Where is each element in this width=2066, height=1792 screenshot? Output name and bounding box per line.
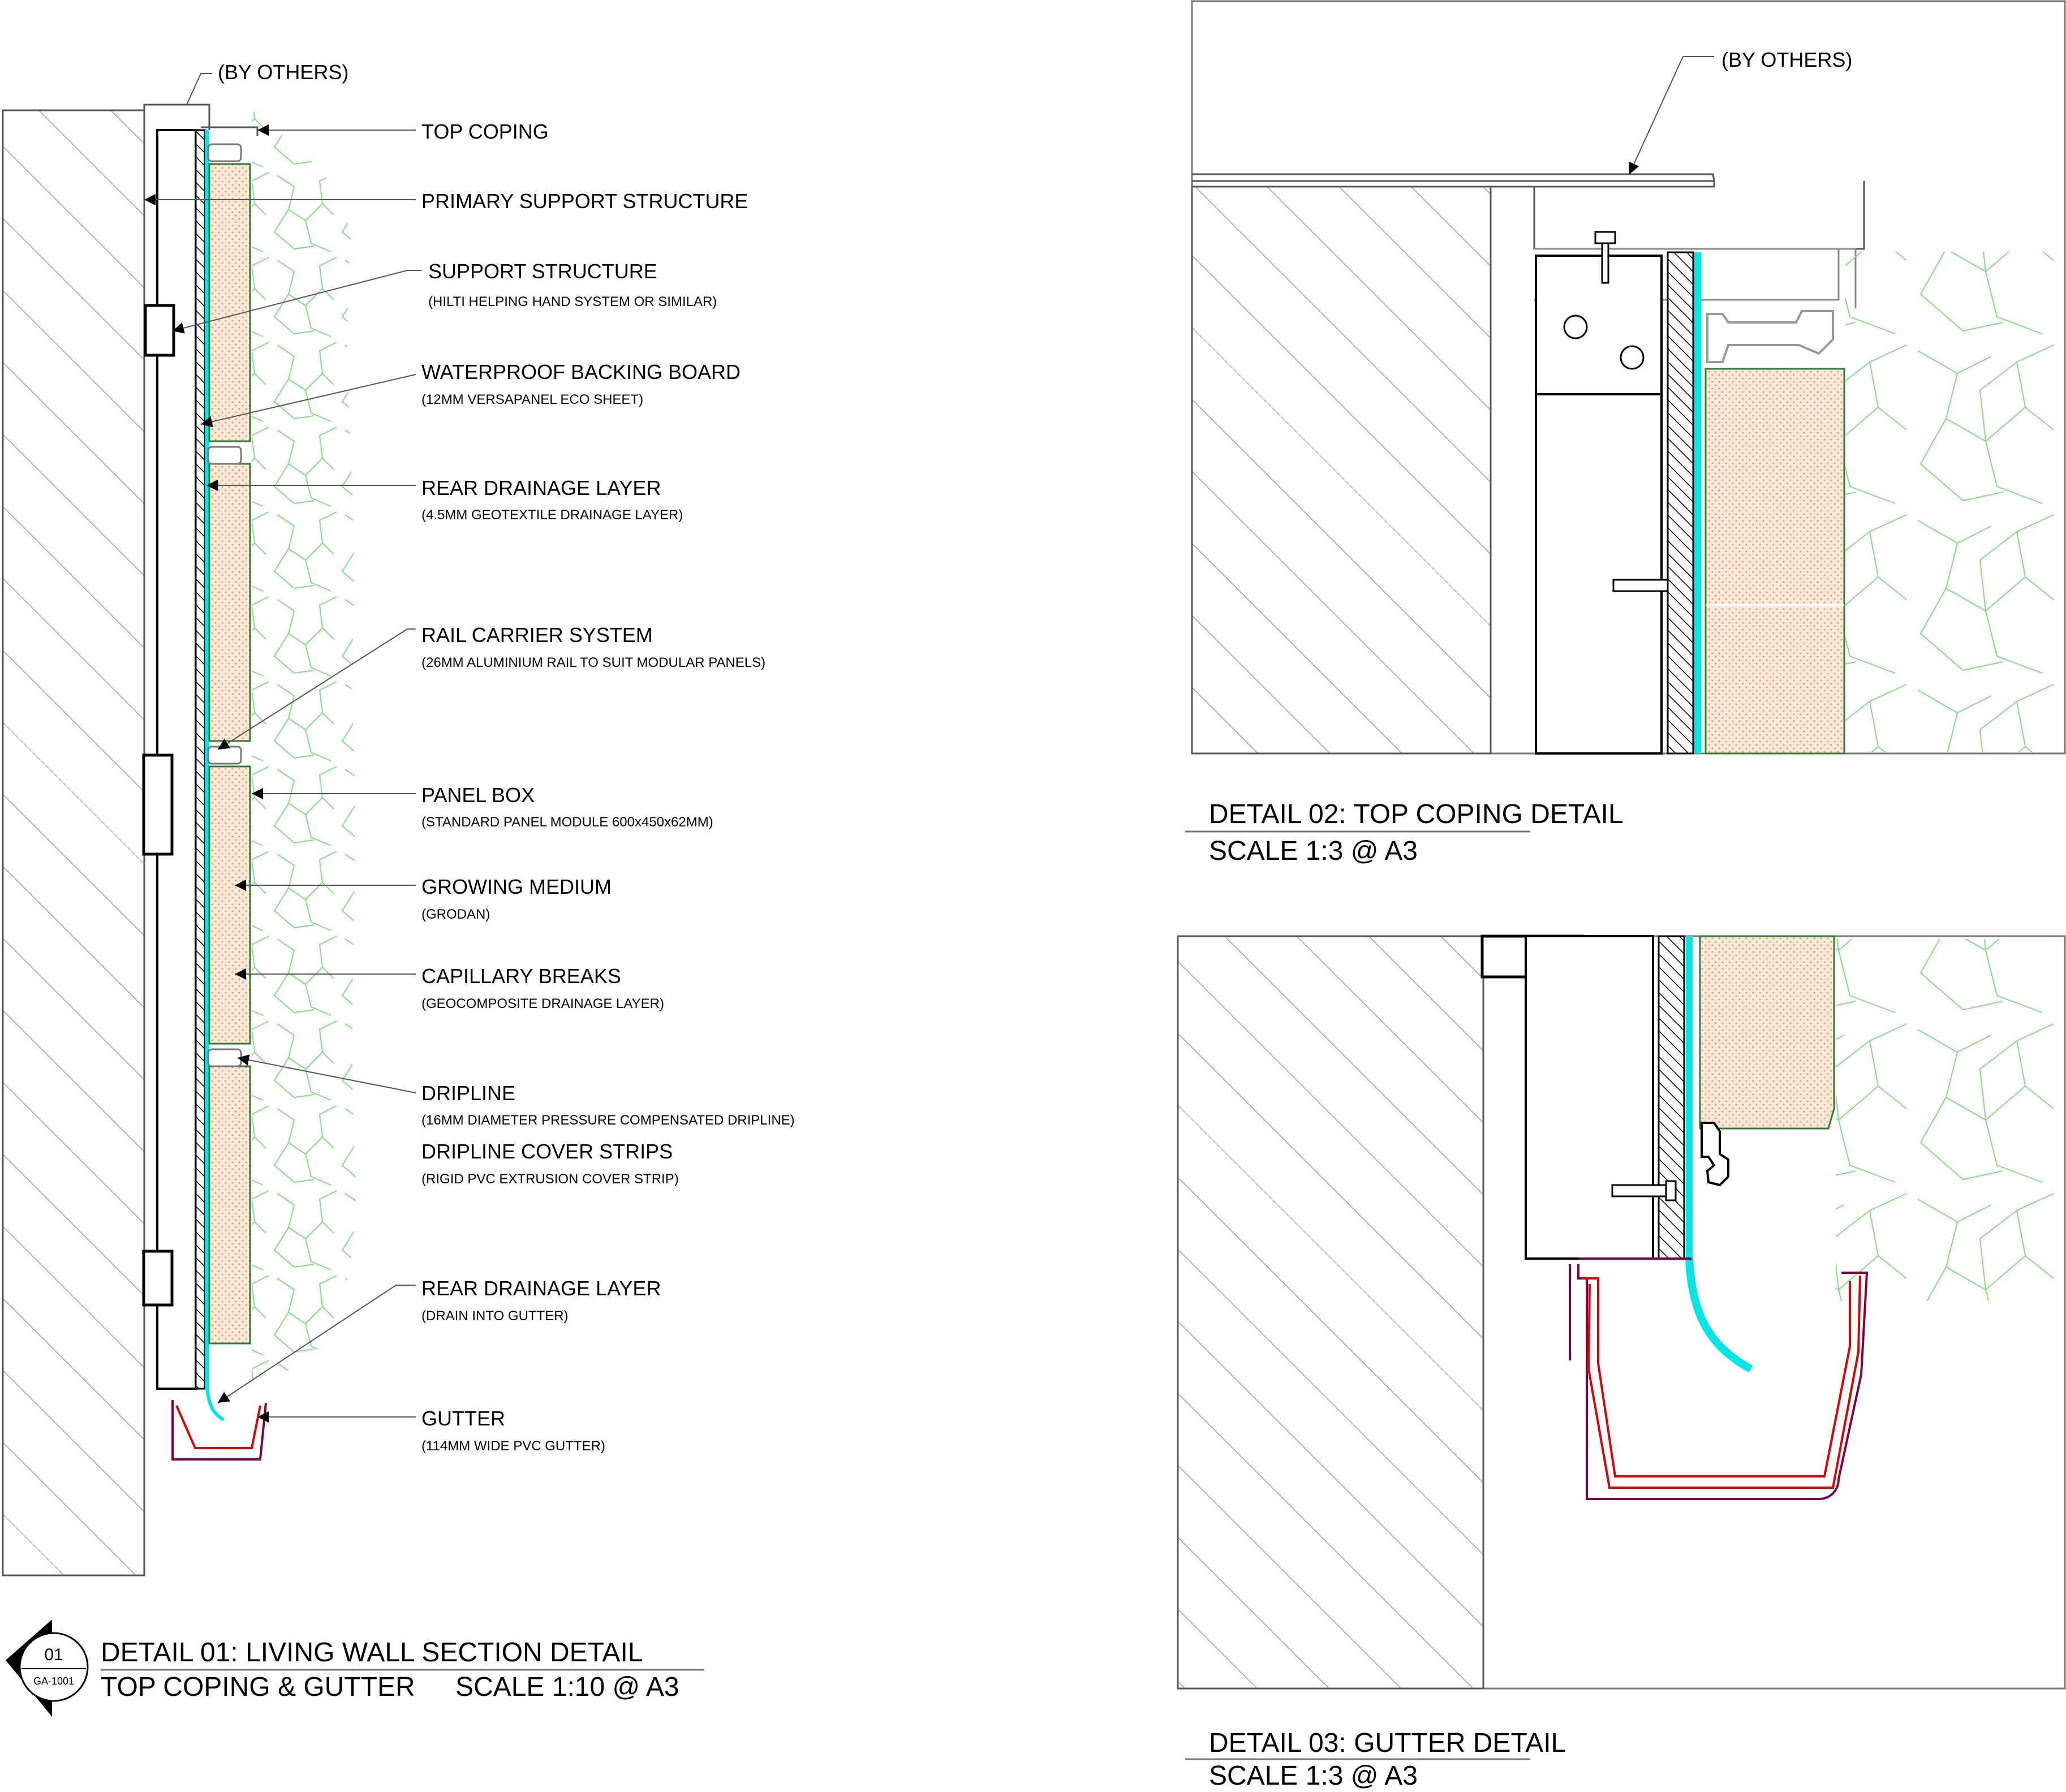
- label-dripline-sub: (16MM DIAMETER PRESSURE COMPENSATED DRIP…: [421, 1113, 795, 1128]
- detail-03-screw: [1611, 1180, 1677, 1201]
- gutter-outer: [171, 1400, 267, 1461]
- detail-03-gutter-outer: [1569, 1257, 1869, 1500]
- rail-carrier: [207, 746, 242, 765]
- detail-03-wall-hatch: [1177, 935, 1484, 1690]
- backing-board: [195, 129, 206, 1390]
- detail-02-backing-board: [1667, 251, 1694, 755]
- detail-01-section: (BY OTHERS) TOP COPING PRIMARY SUPPORT S…: [2, 61, 795, 1717]
- detail-02-rail-carrier: [1706, 310, 1834, 363]
- label-rear-drainage-gutter: REAR DRAINAGE LAYER: [421, 1277, 661, 1300]
- label-growing-medium-sub: (GRODAN): [421, 907, 490, 922]
- detail-02-vegetation: [1845, 252, 2063, 752]
- gutter-inner: [175, 1405, 261, 1449]
- section-marker-circle: [19, 1632, 89, 1702]
- section-marker-number: 01: [44, 1645, 63, 1664]
- rail-carrier: [207, 143, 242, 162]
- panel-boxes: [208, 163, 251, 1345]
- detail-03-scale: SCALE 1:3 @ A3: [1209, 1761, 1418, 1791]
- label-support-structure-sub: (HILTI HELPING HAND SYSTEM OR SIMILAR): [428, 294, 717, 309]
- detail-02-scale: SCALE 1:3 @ A3: [1209, 836, 1418, 866]
- detail-03-title: DETAIL 03: GUTTER DETAIL: [1209, 1728, 1566, 1758]
- label-rear-drainage-sub: (4.5MM GEOTEXTILE DRAINAGE LAYER): [421, 507, 683, 523]
- label-dripline-cover-sub: (RIGID PVC EXTRUSION COVER STRIP): [421, 1171, 679, 1187]
- drainage-tail: [205, 1388, 225, 1421]
- detail-01-subtitle: TOP COPING & GUTTER: [101, 1672, 415, 1702]
- label-dripline: DRIPLINE: [421, 1082, 515, 1105]
- detail-02-title: DETAIL 02: TOP COPING DETAIL: [1209, 799, 1624, 829]
- detail-02-top-coping: (BY OTHERS) DETAIL 02: TOP COPING DETAIL…: [1185, 0, 2066, 866]
- label-support-structure: SUPPORT STRUCTURE: [428, 260, 657, 283]
- section-marker-sheet: GA-1001: [33, 1675, 74, 1687]
- detail-03-drainage-layer: [1686, 936, 1693, 1259]
- detail-03-support-post: [1525, 935, 1654, 1260]
- detail-03-vegetation: [1836, 939, 2062, 1301]
- rail-carrier: [207, 1048, 242, 1067]
- label-capillary-breaks: CAPILLARY BREAKS: [421, 964, 621, 988]
- label-rear-drainage: REAR DRAINAGE LAYER: [421, 476, 661, 499]
- support-bracket: [142, 1250, 174, 1307]
- label-rear-drainage-gutter-sub: (DRAIN INTO GUTTER): [421, 1308, 569, 1324]
- detail-01-leaders: [144, 73, 421, 1423]
- label-backing-board: WATERPROOF BACKING BOARD: [421, 360, 741, 384]
- panel-box: [208, 765, 251, 1045]
- label-rail-carrier: RAIL CARRIER SYSTEM: [421, 623, 653, 647]
- section-marker: 01 GA-1001: [6, 1619, 89, 1717]
- support-bracket: [144, 304, 175, 357]
- existing-wall-hatch: [2, 109, 145, 1576]
- detail-02-drainage-layer: [1694, 252, 1701, 753]
- detail-03-backing-board: [1658, 935, 1685, 1260]
- rail-carriers: [207, 143, 242, 1067]
- label-backing-board-sub: (12MM VERSAPANEL ECO SHEET): [421, 392, 643, 407]
- vegetation: [252, 110, 356, 1380]
- detail-01-labels: TOP COPING PRIMARY SUPPORT STRUCTURE SUP…: [421, 120, 795, 1454]
- detail-03-rail-carrier: [1701, 1122, 1729, 1187]
- label-panel-box: PANEL BOX: [421, 783, 535, 807]
- detail-02-wall-hatch: [1191, 186, 1492, 755]
- label-top-coping: TOP COPING: [421, 120, 549, 143]
- label-growing-medium: GROWING MEDIUM: [421, 875, 612, 898]
- top-coping-line: [3, 104, 210, 130]
- detail-01-title: DETAIL 01: LIVING WALL SECTION DETAIL: [101, 1638, 643, 1668]
- by-others-label: (BY OTHERS): [218, 61, 348, 84]
- detail-03-gutter-inner: [1581, 1275, 1861, 1489]
- label-gutter-sub: (114MM WIDE PVC GUTTER): [421, 1438, 605, 1454]
- label-rail-carrier-sub: (26MM ALUMINIUM RAIL TO SUIT MODULAR PAN…: [421, 655, 765, 670]
- detail-02-bracket: [1535, 255, 1663, 395]
- label-dripline-cover: DRIPLINE COVER STRIPS: [421, 1140, 673, 1163]
- support-bracket: [142, 753, 174, 856]
- rail-carrier: [207, 446, 242, 465]
- panel-box: [208, 463, 251, 742]
- label-capillary-breaks-sub: (GEOCOMPOSITE DRAINAGE LAYER): [421, 996, 664, 1011]
- detail-02-by-others: (BY OTHERS): [1721, 48, 1852, 71]
- detail-03-gutter: DETAIL 03: GUTTER DETAIL SCALE 1:3 @ A3: [1177, 934, 2066, 1791]
- panel-box: [208, 163, 251, 442]
- detail-02-panel-box: [1705, 368, 1845, 755]
- detail-02-screw: [1594, 231, 1616, 284]
- detail-03-drainage-tail: [1685, 1258, 1753, 1373]
- label-primary-support: PRIMARY SUPPORT STRUCTURE: [421, 189, 748, 213]
- detail-03-panel-box: [1699, 935, 1835, 1130]
- label-panel-box-sub: (STANDARD PANEL MODULE 600x450x62MM): [421, 815, 713, 830]
- panel-box: [208, 1065, 251, 1345]
- label-gutter: GUTTER: [421, 1407, 505, 1430]
- detail-01-scale: SCALE 1:10 @ A3: [455, 1672, 679, 1702]
- rear-drainage-layer: [205, 130, 209, 1389]
